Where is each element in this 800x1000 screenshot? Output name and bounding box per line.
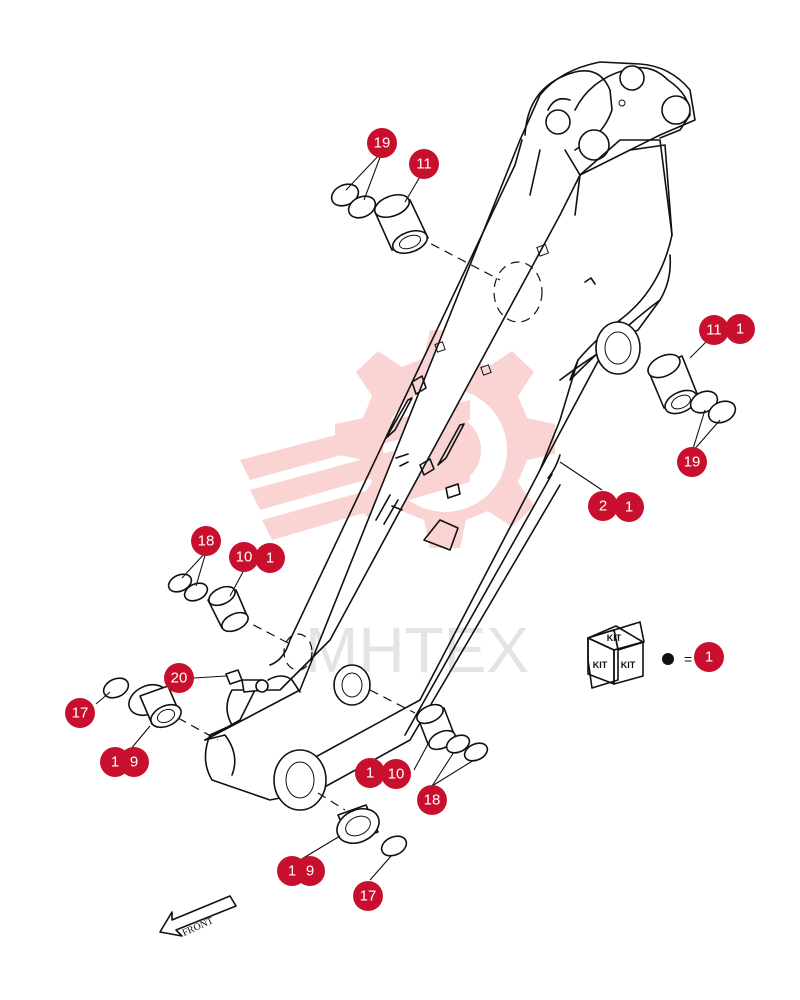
bushing-10-bottom	[416, 703, 456, 751]
grease-fitting-20	[225, 669, 269, 693]
svg-text:1: 1	[111, 754, 119, 771]
callout-18-bottom: 18	[417, 785, 447, 815]
callout-1-bottom: 1	[355, 758, 385, 788]
axis-line-mid	[239, 617, 293, 646]
svg-text:9: 9	[130, 754, 138, 771]
svg-text:1: 1	[366, 765, 374, 782]
leader-lines	[95, 151, 721, 881]
svg-text:17: 17	[72, 705, 89, 722]
bushing-9-bottom	[336, 804, 380, 845]
callout-18-mid: 18	[191, 526, 221, 556]
svg-text:KIT: KIT	[607, 633, 622, 643]
svg-text:1: 1	[266, 550, 274, 567]
o-ring-17-bottom	[380, 835, 408, 857]
callout-1-right: 1	[725, 314, 755, 344]
o-ring-17-left	[102, 677, 130, 699]
svg-text:KIT: KIT	[593, 660, 608, 670]
svg-text:10: 10	[388, 766, 405, 783]
kit-legend: KIT KIT KIT = 1	[587, 621, 724, 689]
axis-line-bottom	[317, 792, 346, 811]
svg-text:1: 1	[736, 321, 744, 338]
callout-1-mid: 1	[255, 543, 285, 573]
svg-text:19: 19	[374, 135, 391, 152]
svg-text:11: 11	[706, 322, 722, 339]
svg-text:20: 20	[171, 670, 188, 687]
callout-17-left: 17	[65, 698, 95, 728]
o-rings-19-right	[689, 390, 737, 424]
bushing-11-top	[373, 193, 429, 255]
bushing-9-left	[128, 683, 182, 729]
callout-11-right: 11	[699, 315, 729, 345]
boom-arm	[204, 61, 696, 811]
svg-text:17: 17	[360, 888, 377, 905]
axis-line-top	[417, 236, 501, 281]
axis-line-left	[177, 717, 219, 741]
svg-text:18: 18	[198, 533, 215, 550]
callout-9-left: 9	[119, 747, 149, 777]
front-arrow-icon: FRONT	[159, 895, 237, 939]
callout-2: 2	[588, 491, 618, 521]
bushing-10-mid	[207, 585, 249, 633]
kit-equals: =	[684, 651, 692, 667]
callout-11-top: 11	[409, 149, 439, 179]
callout-17-bottom: 17	[353, 881, 383, 911]
o-rings-18-mid	[167, 573, 209, 602]
svg-text:1: 1	[625, 499, 633, 516]
o-rings-19-top	[330, 183, 377, 219]
callout-10-mid: 10	[229, 542, 259, 572]
kit-bullet-icon	[662, 653, 674, 665]
kit-cube-icon: KIT KIT KIT	[587, 621, 645, 689]
bushing-11-right	[647, 353, 699, 415]
callout-1-arm: 1	[614, 492, 644, 522]
svg-text:18: 18	[424, 792, 441, 809]
callout-20: 20	[164, 663, 194, 693]
axis-line-right	[369, 689, 416, 714]
svg-text:10: 10	[236, 549, 253, 566]
svg-text:19: 19	[684, 454, 701, 471]
callout-9-lower: 9	[295, 856, 325, 886]
callout-19-right: 19	[677, 447, 707, 477]
callout-19-top: 19	[367, 128, 397, 158]
o-rings-18-bottom	[445, 734, 489, 762]
svg-text:KIT: KIT	[621, 660, 636, 670]
svg-text:2: 2	[599, 498, 607, 515]
svg-text:9: 9	[306, 863, 314, 880]
svg-text:1: 1	[705, 649, 713, 666]
kit-callout-1: 1	[694, 642, 724, 672]
svg-text:11: 11	[416, 156, 432, 173]
svg-text:1: 1	[288, 863, 296, 880]
callout-10-bottom: 10	[381, 759, 411, 789]
